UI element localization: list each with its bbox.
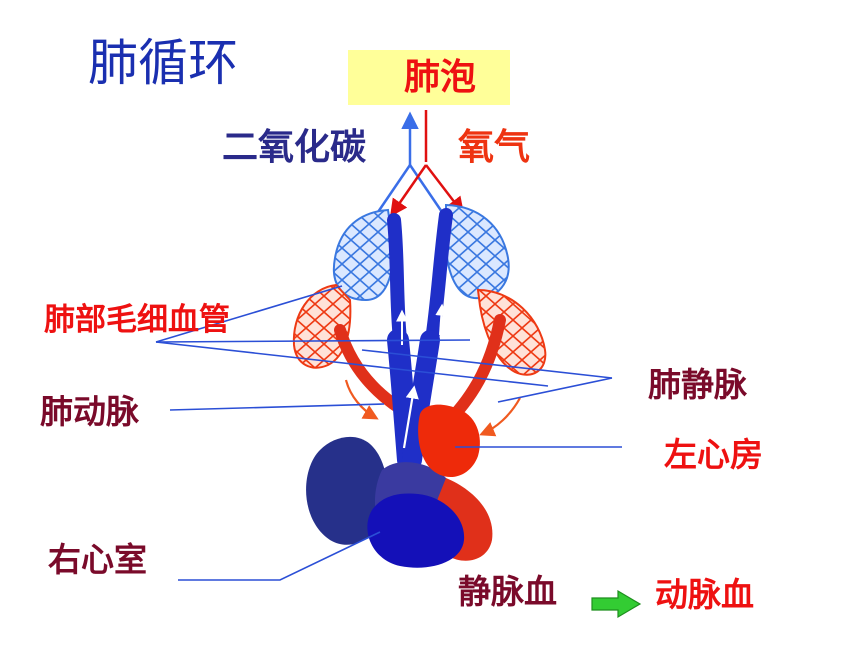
alveoli-box: [348, 50, 510, 105]
o2-label: 氧气: [458, 127, 531, 168]
heart: [306, 404, 493, 568]
blood-flow-arrows: [344, 303, 521, 449]
venous-blood-label: 静脉血: [458, 572, 557, 611]
pulmonary-artery-label: 肺动脉: [40, 392, 139, 431]
co2-label: 二氧化碳: [222, 127, 367, 168]
right-ventricle-shape: [367, 493, 465, 568]
pulmonary-capillaries-label: 肺部毛细血管: [44, 302, 230, 338]
left-atrium-shape: [418, 404, 480, 478]
gas-exchange-arrows: [376, 110, 465, 217]
alveoli-label: 肺泡: [404, 57, 477, 98]
left-atrium-label: 左心房: [664, 435, 763, 474]
right-arrow-icon: [591, 589, 642, 619]
arterial-blood-label: 动脉血: [655, 575, 754, 614]
left-lung-capillaries: [292, 208, 396, 369]
right-ventricle-label: 右心室: [48, 540, 147, 579]
pulmonary-vein-label: 肺静脉: [648, 365, 747, 404]
leader-lines: [155, 285, 622, 581]
page-title: 肺循环: [88, 34, 238, 92]
